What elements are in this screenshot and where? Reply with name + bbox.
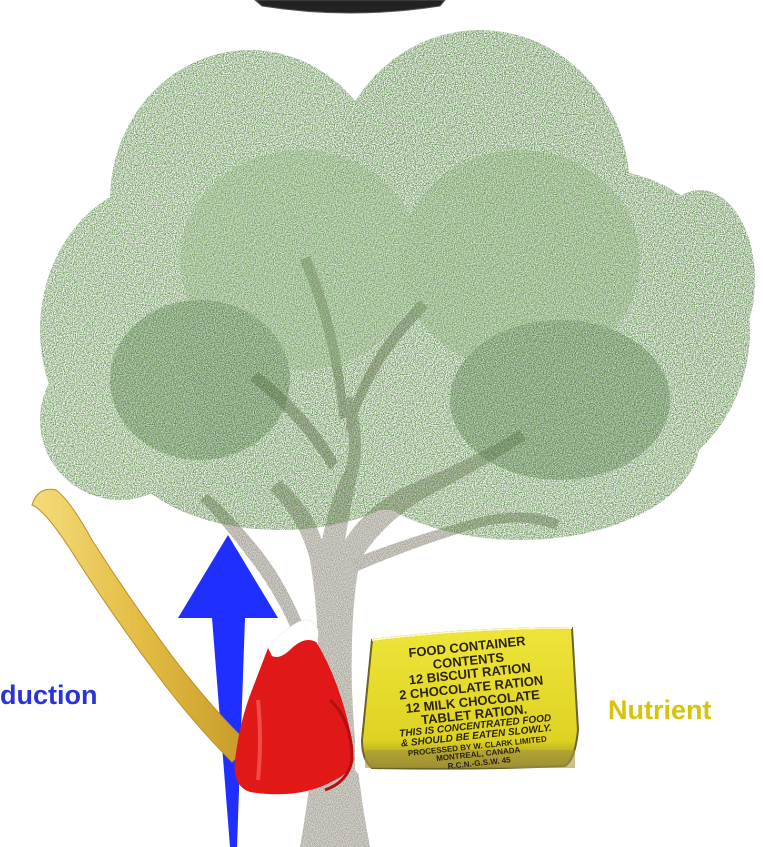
- top-dark-shape: [255, 0, 445, 13]
- production-label: duction: [0, 682, 97, 709]
- nutrient-label: Nutrient: [608, 697, 712, 724]
- tin-label: FOOD CONTAINER CONTENTS 12 BISCUIT RATIO…: [367, 630, 577, 760]
